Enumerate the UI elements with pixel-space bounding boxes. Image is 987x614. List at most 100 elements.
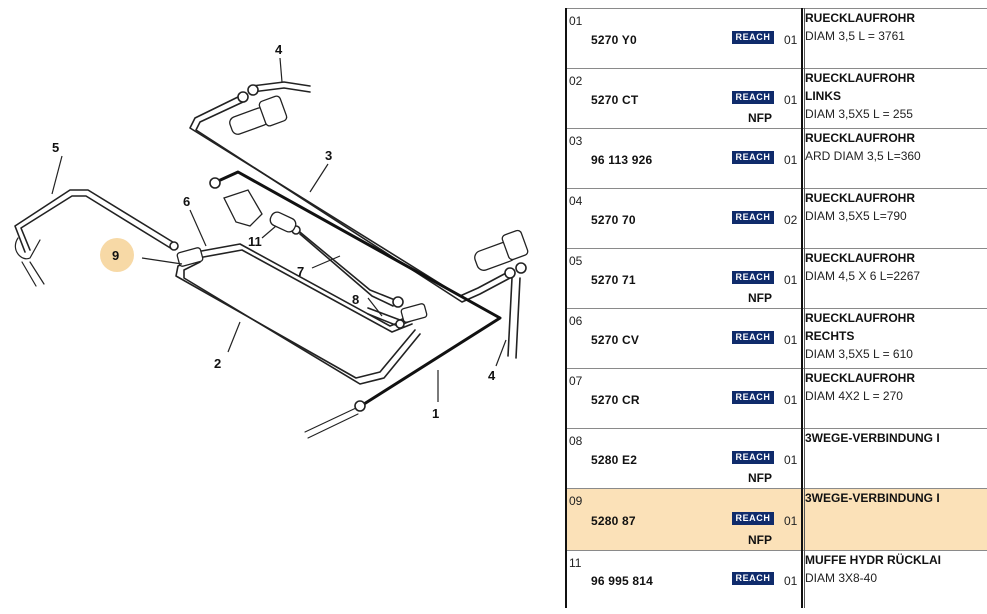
part-description: RUECKLAUFROHR DIAM 3,5 L = 3761 [805, 9, 987, 45]
position-number: 01 [569, 14, 583, 28]
reach-badge[interactable]: REACH [732, 271, 774, 284]
reach-badge[interactable]: REACH [732, 572, 774, 585]
callout-9-highlight [100, 238, 134, 272]
reach-badge[interactable]: REACH [732, 31, 774, 44]
callout-11[interactable]: 11 [248, 234, 262, 249]
quantity: 01 [784, 574, 798, 588]
reach-badge[interactable]: REACH [732, 151, 774, 164]
part-description: 3WEGE-VERBINDUNG I [805, 429, 987, 447]
position-number: 02 [569, 74, 583, 88]
position-number: 09 [569, 494, 583, 508]
part-name-line: RECHTS [805, 329, 855, 343]
part-detail: DIAM 3,5X5 L = 255 [805, 107, 913, 121]
part-name-line: 3WEGE-VERBINDUNG I [805, 431, 940, 445]
callout-6[interactable]: 6 [183, 194, 190, 209]
column-divider [801, 8, 803, 608]
part-reference[interactable]: 5270 CV [591, 333, 640, 347]
quantity: 01 [784, 393, 798, 407]
callout-9[interactable]: 9 [112, 248, 119, 263]
part-reference[interactable]: 96 113 926 [591, 153, 653, 167]
part-name-line: RUECKLAUFROHR [805, 251, 915, 265]
part-description: 3WEGE-VERBINDUNG I [805, 489, 987, 507]
parts-row-03[interactable]: 03 96 113 926 REACH 01 RUECKLAUFROHR ARD DIAM… [565, 128, 987, 189]
part-name-line: RUECKLAUFROHR [805, 371, 915, 385]
reach-badge[interactable]: REACH [732, 451, 774, 464]
reach-badge[interactable]: REACH [732, 331, 774, 344]
position-number: 08 [569, 434, 583, 448]
position-number: 04 [569, 194, 583, 208]
reach-badge[interactable]: REACH [732, 512, 774, 525]
quantity: 02 [784, 213, 798, 227]
parts-row-01[interactable]: 01 5270 Y0 REACH 01 RUECKLAUFROHR DIAM 3,5 L … [565, 8, 987, 69]
part-detail: DIAM 4,5 X 6 L=2267 [805, 269, 921, 283]
parts-row-06[interactable]: 06 5270 CV REACH 01 RUECKLAUFROHR RECHTS DIAM … [565, 308, 987, 369]
reach-badge[interactable]: REACH [732, 211, 774, 224]
part-reference[interactable]: 5270 71 [591, 273, 636, 287]
part-name-line: RUECKLAUFROHR [805, 191, 915, 205]
part-reference[interactable]: 5270 CR [591, 393, 640, 407]
part-name-line: RUECKLAUFROHR [805, 311, 915, 325]
reach-badge[interactable]: REACH [732, 391, 774, 404]
quantity: 01 [784, 93, 798, 107]
part-name-line: 3WEGE-VERBINDUNG I [805, 491, 940, 505]
part-reference[interactable]: 5270 Y0 [591, 33, 637, 47]
callout-5[interactable]: 5 [52, 140, 59, 155]
reach-badge[interactable]: REACH [732, 91, 774, 104]
part-detail: DIAM 3,5X5 L = 610 [805, 347, 913, 361]
part-name-line: RUECKLAUFROHR [805, 11, 915, 25]
nfp-flag: NFP [748, 471, 772, 485]
callout-3[interactable]: 3 [325, 148, 332, 163]
callout-1[interactable]: 1 [432, 406, 439, 421]
part-description: RUECKLAUFROHR DIAM 4X2 L = 270 [805, 369, 987, 405]
quantity: 01 [784, 514, 798, 528]
quantity: 01 [784, 333, 798, 347]
part-detail: DIAM 3,5X5 L=790 [805, 209, 907, 223]
exploded-diagram: 4 5 3 6 9 11 7 8 2 1 4 [14, 42, 529, 439]
nfp-flag: NFP [748, 111, 772, 125]
nfp-flag: NFP [748, 291, 772, 305]
parts-row-04[interactable]: 04 5270 70 REACH 02 RUECKLAUFROHR DIAM 3,5X5 … [565, 188, 987, 249]
parts-row-08[interactable]: 08 5280 E2 REACH NFP 01 3WEGE-VERBINDUNG I [565, 428, 987, 489]
callout-2[interactable]: 2 [214, 356, 221, 371]
part-description: RUECKLAUFROHR DIAM 3,5X5 L=790 [805, 189, 987, 225]
quantity: 01 [784, 273, 798, 287]
part-name-line: RUECKLAUFROHR [805, 131, 915, 145]
part-description: RUECKLAUFROHR DIAM 4,5 X 6 L=2267 [805, 249, 987, 285]
column-divider [565, 8, 567, 608]
column-divider [804, 8, 805, 608]
part-name-line: RUECKLAUFROHR [805, 71, 915, 85]
part-detail: ARD DIAM 3,5 L=360 [805, 149, 921, 163]
parts-row-11[interactable]: 11 96 995 814 REACH 01 MUFFE HYDR RÜCKLAI DIA… [565, 550, 987, 609]
part-name-line: MUFFE HYDR RÜCKLAI [805, 553, 941, 567]
quantity: 01 [784, 153, 798, 167]
parts-row-05[interactable]: 05 5270 71 REACH NFP 01 RUECKLAUFROHR DIAM 4,5… [565, 248, 987, 309]
position-number: 03 [569, 134, 583, 148]
part-reference[interactable]: 5270 70 [591, 213, 636, 227]
position-number: 07 [569, 374, 583, 388]
position-number: 05 [569, 254, 583, 268]
part-description: RUECKLAUFROHR LINKS DIAM 3,5X5 L = 255 [805, 69, 987, 123]
callout-8[interactable]: 8 [352, 292, 359, 307]
callout-7[interactable]: 7 [297, 264, 304, 279]
part-description: RUECKLAUFROHR ARD DIAM 3,5 L=360 [805, 129, 987, 165]
part-detail: DIAM 3X8-40 [805, 571, 878, 585]
part-reference[interactable]: 5280 E2 [591, 453, 638, 467]
part-reference[interactable]: 5280 87 [591, 514, 636, 528]
part-detail: DIAM 3,5 L = 3761 [805, 29, 905, 43]
part-reference[interactable]: 96 995 814 [591, 574, 654, 588]
part-detail: DIAM 4X2 L = 270 [805, 389, 903, 403]
callout-4-top[interactable]: 4 [275, 42, 283, 57]
parts-row-02[interactable]: 02 5270 CT REACH NFP 01 RUECKLAUFROHR LINKS DIA… [565, 68, 987, 129]
position-number: 06 [569, 314, 583, 328]
parts-row-09[interactable]: 09 5280 87 REACH NFP 01 3WEGE-VERBINDUNG I [565, 488, 987, 551]
position-number: 11 [569, 556, 582, 570]
nfp-flag: NFP [748, 533, 772, 547]
parts-row-07[interactable]: 07 5270 CR REACH 01 RUECKLAUFROHR DIAM 4X2 L … [565, 368, 987, 429]
part-description: RUECKLAUFROHR RECHTS DIAM 3,5X5 L = 610 [805, 309, 987, 363]
part-name-line: LINKS [805, 89, 841, 103]
callout-4-right[interactable]: 4 [488, 368, 496, 383]
quantity: 01 [784, 33, 798, 47]
part-reference[interactable]: 5270 CT [591, 93, 639, 107]
quantity: 01 [784, 453, 798, 467]
